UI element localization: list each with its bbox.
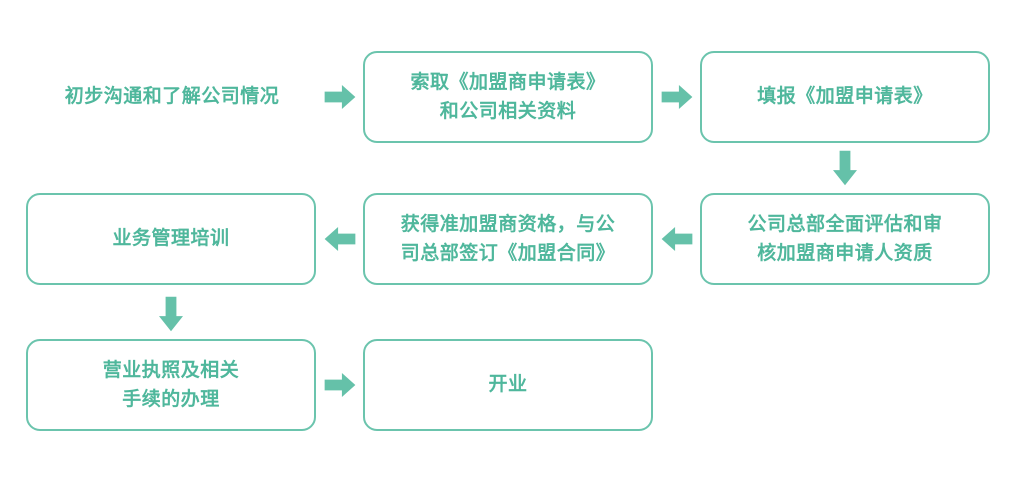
flow-node-grand-opening[interactable]: 开业 [363,339,653,431]
flow-node-initial-communication[interactable]: 初步沟通和了解公司情况 [28,62,316,132]
arrow-step4-to-step5-icon [661,224,693,254]
arrow-step7-to-step8-icon [324,370,356,400]
flow-node-sign-franchise-contract[interactable]: 获得准加盟商资格，与公 司总部签订《加盟合同》 [363,193,653,285]
flow-node-label: 营业执照及相关 手续的办理 [102,359,240,410]
flow-node-label: 获得准加盟商资格，与公 司总部签订《加盟合同》 [400,213,616,264]
flow-node-label: 填报《加盟申请表》 [757,86,933,108]
flow-node-submit-application-form[interactable]: 填报《加盟申请表》 [700,51,990,143]
flow-node-label: 公司总部全面评估和审 核加盟商申请人资质 [747,213,943,264]
arrow-step2-to-step3-icon [661,82,693,112]
flow-node-business-management-training[interactable]: 业务管理培训 [26,193,316,285]
arrow-step6-to-step7-icon [156,296,186,332]
arrow-step1-to-step2-icon [324,82,356,112]
arrow-step5-to-step6-icon [324,224,356,254]
flow-node-business-license-procedures[interactable]: 营业执照及相关 手续的办理 [26,339,316,431]
flow-node-label: 业务管理培训 [112,228,230,250]
flow-node-label: 初步沟通和了解公司情况 [64,86,280,108]
flow-node-headquarters-evaluation[interactable]: 公司总部全面评估和审 核加盟商申请人资质 [700,193,990,285]
flow-node-label: 开业 [488,374,528,396]
flow-node-label: 索取《加盟商申请表》 和公司相关资料 [410,71,606,122]
arrow-step3-to-step4-icon [830,150,860,186]
flow-node-request-application-form[interactable]: 索取《加盟商申请表》 和公司相关资料 [363,51,653,143]
